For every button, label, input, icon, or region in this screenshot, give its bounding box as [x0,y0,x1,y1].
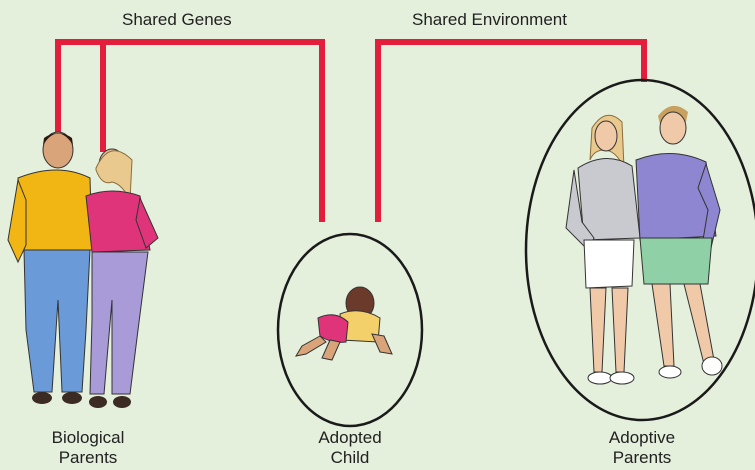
shared-environment-label: Shared Environment [412,10,567,30]
biological-parents-figure [8,132,158,408]
adoptive-parents-figure [566,106,722,384]
adopted-child-caption-line2: Child [270,448,430,468]
biological-parents-caption: Biological Parents [8,428,168,468]
adoptive-parents-caption-line1: Adoptive [562,428,722,448]
adopted-child-figure [296,287,392,360]
shared-genes-label: Shared Genes [122,10,232,30]
adoptive-parents-caption-line2: Parents [562,448,722,468]
adopted-child-caption-line1: Adopted [270,428,430,448]
biological-parents-caption-line2: Parents [8,448,168,468]
adopted-child-caption: Adopted Child [270,428,430,468]
biological-parents-caption-line1: Biological [8,428,168,448]
adoptive-parents-caption: Adoptive Parents [562,428,722,468]
